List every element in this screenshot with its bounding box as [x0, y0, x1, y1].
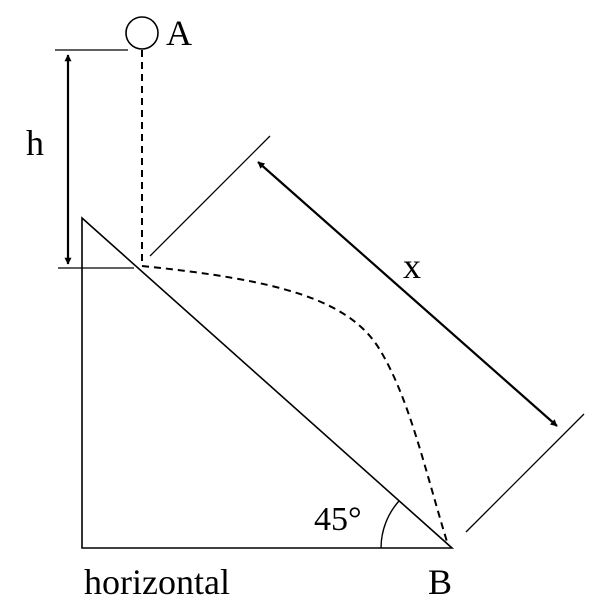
angle-arc — [380, 500, 400, 549]
distance-arrow — [257, 161, 558, 427]
label-horizontal: horizontal — [84, 562, 230, 602]
label-distance: x — [403, 246, 421, 286]
ball-a — [125, 16, 159, 50]
label-point-a: A — [166, 13, 192, 53]
distance-end-ref-line — [465, 413, 585, 533]
label-height: h — [26, 123, 44, 163]
incline-triangle — [81, 216, 455, 549]
label-point-b: B — [428, 562, 452, 602]
label-angle: 45° — [314, 501, 362, 538]
distance-start-ref-line — [149, 135, 271, 257]
